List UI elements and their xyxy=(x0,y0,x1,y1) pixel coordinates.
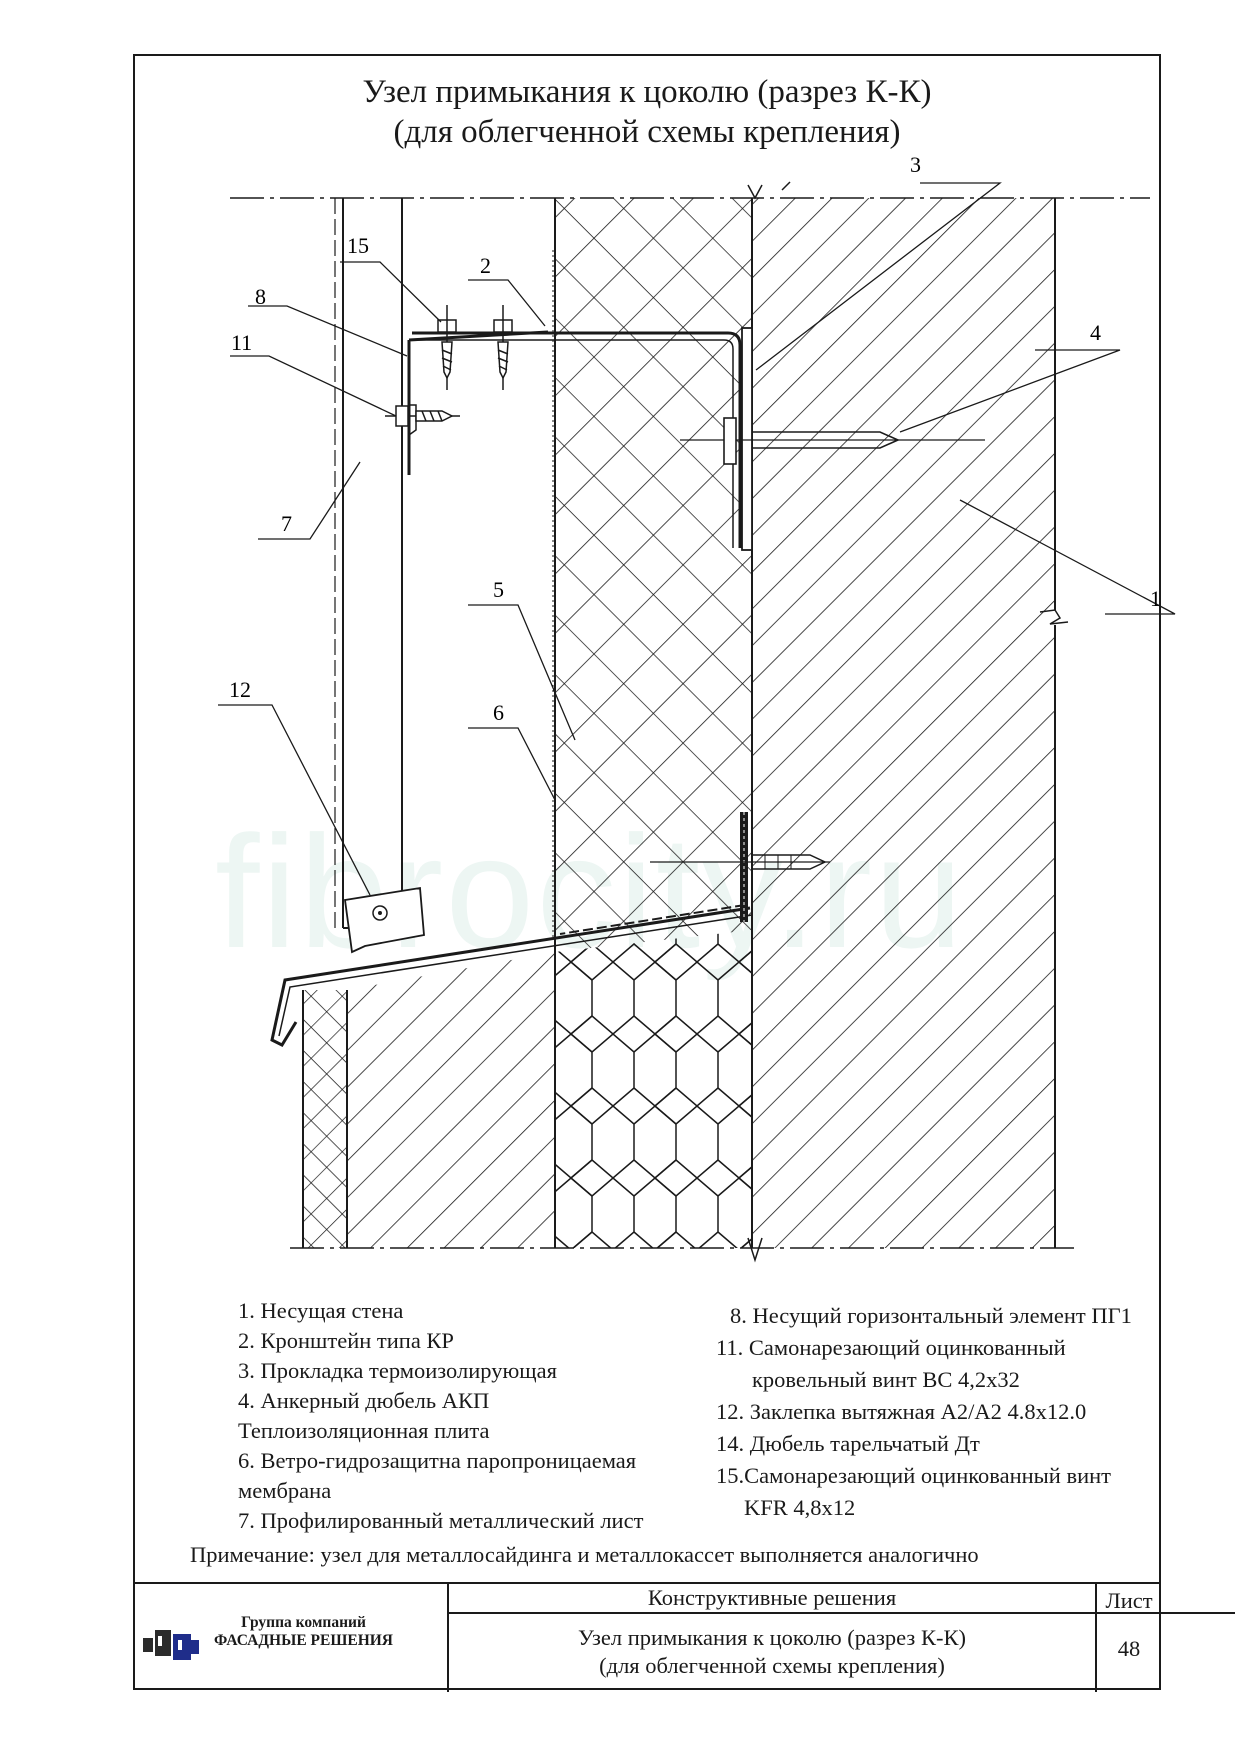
legend-item: 2. Кронштейн типа КР xyxy=(238,1328,454,1353)
callout-5: 5 xyxy=(493,577,504,602)
legend-item: 4. Анкерный дюбель АКП xyxy=(238,1388,490,1413)
legend-right: 8. Несущий горизонтальный элемент ПГ1 11… xyxy=(716,1300,1132,1524)
legend-item: 12. Заклепка вытяжная А2/А2 4.8х12.0 xyxy=(716,1399,1087,1424)
callout-12: 12 xyxy=(229,677,251,702)
callout-15: 15 xyxy=(347,233,369,258)
callout-2: 2 xyxy=(480,253,491,278)
callout-6: 6 xyxy=(493,700,504,725)
callout-4: 4 xyxy=(1090,320,1101,345)
legend-item: 1. Несущая стена xyxy=(238,1298,404,1323)
legend-item: KFR 4,8х12 xyxy=(744,1495,856,1520)
drawing-title-line2: (для облегченной схемы крепления) xyxy=(393,114,901,150)
sheet-number: 48 xyxy=(1117,1636,1141,1661)
company-logo-icon xyxy=(143,1630,199,1660)
note: Примечание: узел для металлосайдинга и м… xyxy=(190,1542,979,1567)
callout-8: 8 xyxy=(255,284,266,309)
drawing-name: Узел примыкания к цоколю (разрез К-К) (д… xyxy=(578,1625,966,1678)
legend-item: 3. Прокладка термоизолирующая xyxy=(238,1358,557,1383)
legend-item: Теплоизоляционная плита xyxy=(238,1418,490,1443)
callout-1: 1 xyxy=(1150,586,1161,611)
legend-left: 1. Несущая стена 2. Кронштейн типа КР 3.… xyxy=(238,1296,643,1536)
drawing-title-line1: Узел примыкания к цоколю (разрез К-К) xyxy=(362,74,932,110)
company-name: Группа компаний ФАСАДНЫЕ РЕШЕНИЯ xyxy=(214,1614,393,1649)
legend-item: 14. Дюбель тарельчатый Дт xyxy=(716,1431,980,1456)
legend-item: 11. Самонарезающий оцинкованный xyxy=(716,1335,1066,1360)
title-block: Конструктивные решения Лист Узел примыка… xyxy=(133,1582,1235,1692)
legend-item: 7. Профилированный металлический лист xyxy=(238,1508,644,1533)
drawing-frame xyxy=(133,54,1161,1690)
sheet-label: Лист xyxy=(1105,1588,1153,1613)
callout-7: 7 xyxy=(281,511,292,536)
callout-3: 3 xyxy=(910,152,921,177)
legend-item: 6. Ветро-гидрозащитна паропроницаемая xyxy=(238,1448,637,1473)
legend-item: 15.Самонарезающий оцинкованный винт xyxy=(716,1463,1111,1488)
callout-11: 11 xyxy=(231,330,252,355)
legend-item: кровельный винт ВС 4,2х32 xyxy=(752,1367,1020,1392)
legend-item: 8. Несущий горизонтальный элемент ПГ1 xyxy=(730,1303,1132,1328)
legend-item: мембрана xyxy=(238,1478,332,1503)
section-name: Конструктивные решения xyxy=(647,1585,897,1610)
